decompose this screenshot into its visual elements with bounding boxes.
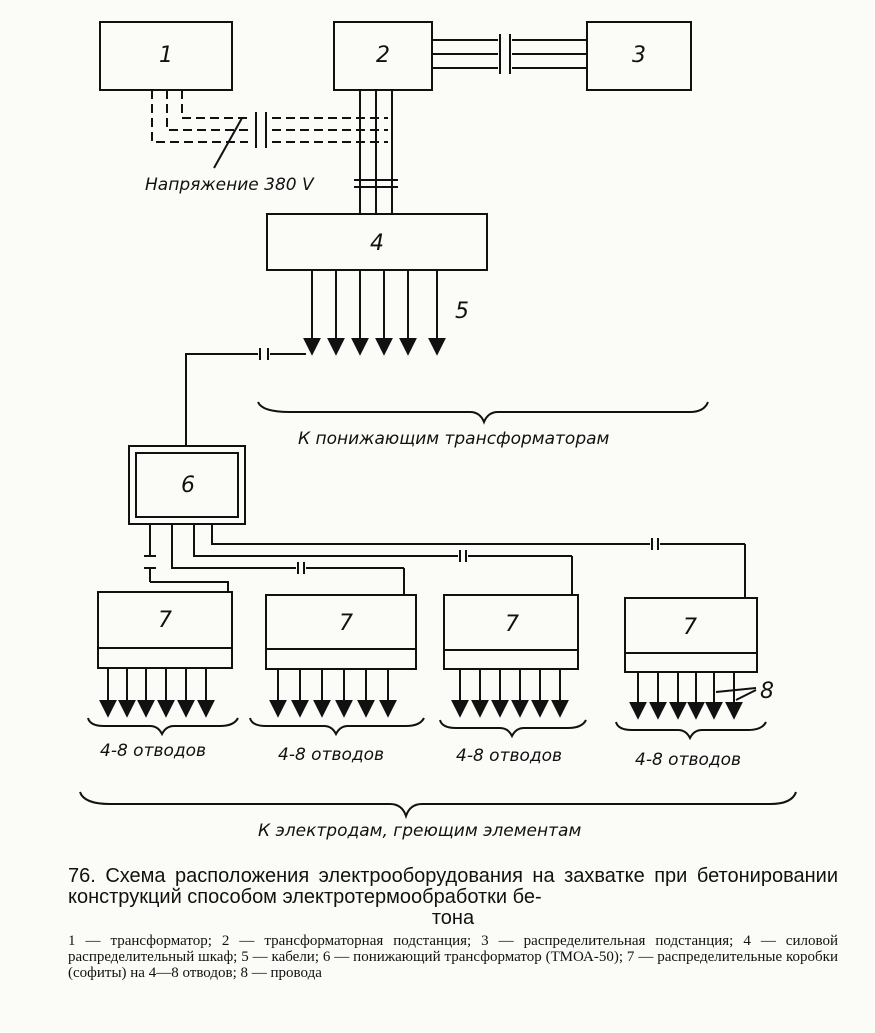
block-7b-number: 7	[339, 611, 353, 636]
brace-d	[615, 721, 767, 741]
outlets-a	[99, 668, 215, 718]
caption-title-end: тона	[431, 907, 475, 929]
block-7d-number: 7	[683, 615, 697, 640]
caption-legend: 1 — трансформатор; 2 — трансформаторная …	[68, 933, 838, 981]
brace-transformers	[257, 401, 709, 425]
block-7a-number: 7	[158, 608, 172, 633]
caption-title: 76. Схема расположения электрооборудован…	[68, 866, 838, 929]
block-distribution-substation	[586, 21, 692, 91]
block-7c-number: 7	[505, 612, 519, 637]
figure-caption: 76. Схема расположения электрооборудован…	[68, 866, 838, 982]
outlets-b	[269, 669, 397, 718]
supply-lines-380v	[151, 90, 388, 143]
cables-2-4	[354, 90, 398, 214]
branches-label-a: 4-8 отводов	[100, 741, 206, 761]
junction-box-c	[443, 594, 579, 670]
brace-electrodes	[79, 791, 797, 820]
cables-2-3	[432, 34, 587, 74]
to-electrodes-label: К электродам, греющим элементам	[258, 821, 581, 841]
outlets-c	[451, 669, 569, 718]
brace-a	[87, 717, 239, 737]
wires-number: 8	[760, 679, 774, 704]
to-transformers-label: К понижающим трансформаторам	[298, 429, 610, 449]
brace-c	[439, 719, 587, 739]
voltage-leader	[213, 117, 243, 169]
outlets-d	[629, 672, 743, 720]
block-power-cabinet	[266, 213, 488, 271]
block-stepdown-transformer	[128, 445, 246, 525]
feed-to-block-6	[185, 353, 258, 446]
junction-box-b	[265, 594, 417, 670]
block-6-number: 6	[181, 473, 195, 498]
branches-label-b: 4-8 отводов	[278, 745, 384, 765]
cables-number: 5	[455, 299, 469, 324]
voltage-label: Напряжение 380 V	[145, 175, 315, 195]
block-3-number: 3	[632, 43, 646, 68]
equipment-diagram: 1 2 3 4 6 7 7 7 7 Напряжение 380 V 5 К п…	[79, 21, 797, 841]
branches-label-c: 4-8 отводов	[456, 746, 562, 766]
branches-label-d: 4-8 отводов	[635, 750, 741, 770]
junction-box-d	[624, 597, 758, 673]
wires-6-to-7	[144, 524, 746, 598]
block-1-number: 1	[159, 43, 173, 68]
block-4-number: 4	[370, 231, 384, 256]
wires-leader	[715, 687, 757, 693]
brace-b	[249, 717, 425, 737]
block-2-number: 2	[376, 43, 390, 68]
block-substation	[333, 21, 433, 91]
cables-5	[303, 270, 446, 356]
caption-title-main: 76. Схема расположения электрооборудован…	[68, 865, 838, 908]
